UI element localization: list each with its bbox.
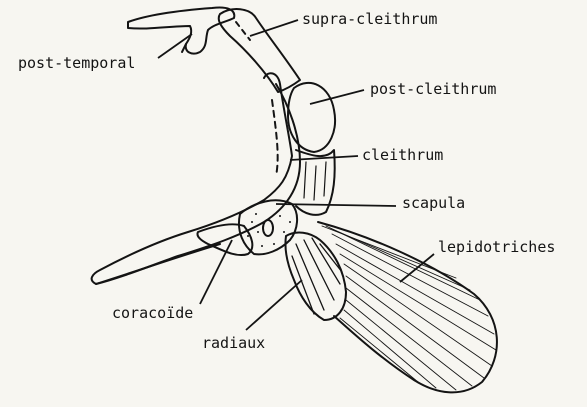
radiaux-leader bbox=[246, 280, 302, 330]
label-post-cleithrum: post-cleithrum bbox=[370, 82, 496, 97]
post-cleithrum-bone bbox=[288, 83, 335, 152]
scapular-foramen bbox=[263, 220, 273, 236]
flange-hatching bbox=[304, 162, 326, 200]
label-scapula: scapula bbox=[402, 196, 465, 211]
supra-cleithrum-bone bbox=[219, 9, 300, 92]
post-temporal-leader bbox=[158, 34, 192, 58]
label-lepidotriches: lepidotriches bbox=[438, 240, 555, 255]
post-cleithrum-leader bbox=[310, 90, 364, 104]
label-coracoide: coracoïde bbox=[112, 306, 193, 321]
radiaux-bones bbox=[285, 233, 346, 320]
label-radiaux: radiaux bbox=[202, 336, 265, 351]
label-post-temporal: post-temporal bbox=[18, 56, 135, 71]
cleithrum-lower-line bbox=[96, 244, 220, 284]
supra-cleithrum-line bbox=[236, 22, 250, 40]
post-temporal-bone bbox=[128, 7, 234, 53]
label-cleithrum: cleithrum bbox=[362, 148, 443, 163]
scapula-bone bbox=[239, 200, 297, 254]
supra-cleithrum-leader bbox=[250, 20, 298, 36]
label-supra-cleithrum: supra-cleithrum bbox=[302, 12, 437, 27]
cleithrum-groove bbox=[272, 100, 278, 176]
